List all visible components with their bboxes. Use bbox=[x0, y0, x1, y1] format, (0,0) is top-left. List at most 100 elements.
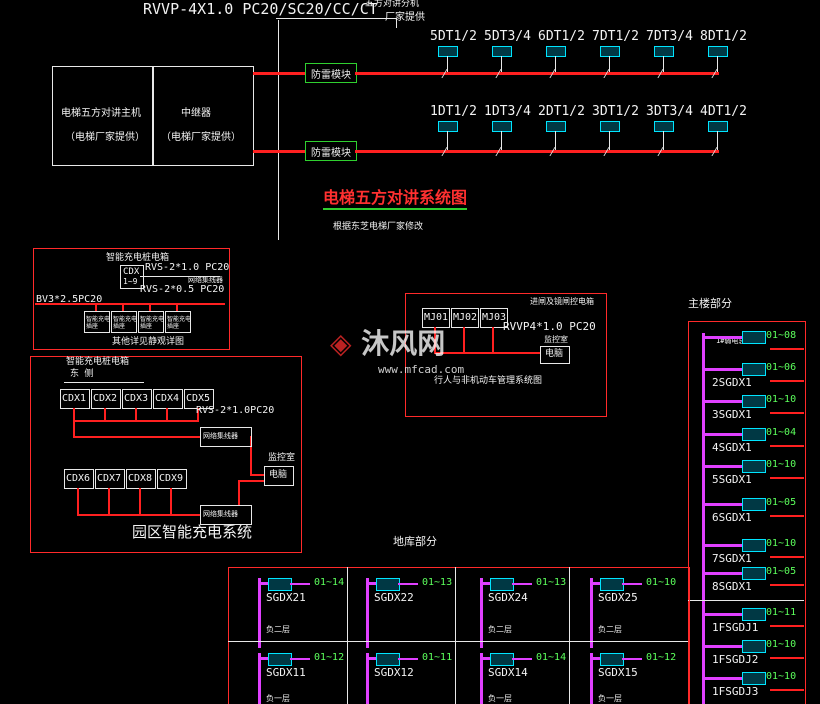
elevator-intercom-icon bbox=[654, 121, 674, 132]
node-label: SGDX25 bbox=[598, 591, 638, 604]
node-label: 5SGDX1 bbox=[712, 473, 752, 486]
node-range: 01~06 bbox=[766, 362, 797, 373]
node-range: 01~11 bbox=[422, 652, 453, 663]
detail-power: BV3*2.5PC20 bbox=[36, 294, 103, 305]
elevator-label: 2DT1/2 bbox=[538, 104, 585, 119]
socket-label: 智能充电插座 bbox=[113, 316, 138, 330]
main-bldg-title: 主楼部分 bbox=[688, 297, 732, 310]
relay-title: 中继器 bbox=[181, 108, 211, 119]
elevator-intercom-icon bbox=[492, 46, 512, 57]
bsmt-riser bbox=[366, 653, 369, 704]
cdx-box: CDX2 bbox=[91, 389, 121, 409]
node-outlet bbox=[770, 380, 804, 382]
distribution-box-icon bbox=[268, 578, 292, 591]
park-pc-label: 电脑 bbox=[269, 470, 288, 480]
elevator-drop bbox=[663, 131, 664, 150]
cdx-drop bbox=[104, 408, 106, 420]
bsmt-divider bbox=[455, 567, 456, 704]
mj-bus bbox=[434, 352, 540, 354]
watermark-mark: ◈ bbox=[330, 327, 352, 360]
cdx-label: CDX6 bbox=[66, 473, 91, 484]
node-label: 4SGDX1 bbox=[712, 441, 752, 454]
watermark-url: www.mfcad.com bbox=[378, 363, 465, 376]
detail-caption: 其他详见静观详图 bbox=[112, 337, 185, 347]
cdx-label: CDX2 bbox=[93, 393, 118, 404]
elevator-label: 5DT1/2 bbox=[430, 29, 477, 44]
elevator-intercom-icon bbox=[708, 46, 728, 57]
distribution-box-icon bbox=[742, 640, 766, 653]
riser-line bbox=[278, 20, 279, 240]
cdx-drop bbox=[73, 408, 75, 420]
elevator-drop bbox=[717, 56, 718, 72]
node-outlet bbox=[770, 477, 804, 479]
main-branch bbox=[703, 645, 743, 648]
main-head-label: 1#弱电总箱 bbox=[716, 337, 753, 345]
node-range: 01~13 bbox=[536, 577, 567, 588]
cdx-range: 1~9 bbox=[123, 277, 138, 286]
floor-label: 负一层 bbox=[266, 694, 290, 703]
node-range: 01~10 bbox=[646, 577, 677, 588]
node-label: 3SGDX1 bbox=[712, 408, 752, 421]
cable-tick-icon bbox=[711, 69, 726, 78]
elevator-label: 8DT1/2 bbox=[700, 29, 747, 44]
charging-detail-box bbox=[33, 248, 230, 350]
distribution-box-icon bbox=[742, 460, 766, 473]
bsmt-riser bbox=[480, 653, 483, 704]
hub-1-label: 网络集线器 bbox=[203, 432, 238, 440]
main-branch bbox=[703, 503, 743, 506]
cdx-drop bbox=[135, 408, 137, 420]
node-label: SGDX14 bbox=[488, 666, 528, 679]
distribution-box-icon bbox=[600, 653, 624, 666]
detail-line bbox=[140, 276, 220, 277]
charging-socket: 智能充电插座 bbox=[165, 311, 191, 333]
bsmt-link bbox=[290, 583, 310, 585]
park-hub-2: 网络集线器 bbox=[200, 505, 252, 525]
socket-label: 智能充电插座 bbox=[140, 316, 165, 330]
node-range: 01~05 bbox=[766, 497, 797, 508]
detail-cable-1: RVS-2*1.0 PC20 bbox=[145, 262, 230, 273]
socket-drop bbox=[95, 304, 97, 311]
distribution-box-icon bbox=[742, 567, 766, 580]
cdx-drop bbox=[139, 488, 141, 514]
cdx-label: CDX bbox=[123, 267, 140, 277]
main-branch bbox=[703, 544, 743, 547]
main-divider bbox=[688, 600, 804, 601]
bus-link-2 bbox=[253, 150, 305, 153]
elevator-drop bbox=[609, 56, 610, 72]
cdx-label: CDX7 bbox=[97, 473, 122, 484]
cdx-box: CDX8 bbox=[126, 469, 156, 489]
distribution-box-icon bbox=[600, 578, 624, 591]
distribution-box-icon bbox=[490, 653, 514, 666]
node-outlet bbox=[770, 689, 804, 691]
distribution-box-icon bbox=[742, 672, 766, 685]
elevator-drop bbox=[447, 131, 448, 150]
hub-2-label: 网络集线器 bbox=[203, 510, 238, 518]
mj-label: 进闸及镜闸控电箱 bbox=[530, 297, 594, 306]
mj-pc: 电脑 bbox=[540, 346, 570, 364]
intercom-host-box: 电梯五方对讲主机 （电梯厂家提供） bbox=[52, 66, 154, 166]
cdx-label: CDX8 bbox=[128, 473, 153, 484]
socket-label: 智能充电插座 bbox=[167, 316, 192, 330]
basement-box bbox=[228, 567, 690, 704]
park-header: 智能充电桩电箱 bbox=[66, 357, 130, 367]
detail-feed bbox=[35, 303, 225, 305]
elevator-drop bbox=[501, 56, 502, 72]
cdx-box: CDX 1~9 bbox=[120, 265, 144, 289]
detail-cable-2: RVS-2*0.5 PC20 bbox=[140, 284, 225, 295]
distribution-box-icon bbox=[742, 363, 766, 376]
bsmt-branch bbox=[366, 657, 376, 660]
cdx-bus-top bbox=[73, 420, 199, 422]
leader-line bbox=[276, 18, 396, 19]
cdx-bus-top-2 bbox=[73, 436, 200, 438]
bsmt-riser bbox=[258, 653, 261, 704]
main-branch bbox=[703, 572, 743, 575]
mj-cable: RVVP4*1.0 PC20 bbox=[503, 320, 596, 333]
distribution-box-icon bbox=[742, 539, 766, 552]
elevator-label: 3DT1/2 bbox=[592, 104, 639, 119]
socket-label: 智能充电插座 bbox=[86, 316, 111, 330]
bsmt-row-divider bbox=[228, 641, 688, 642]
elevator-drop bbox=[717, 131, 718, 150]
cdx-drop bbox=[166, 408, 168, 420]
park-sub-line bbox=[64, 382, 144, 383]
